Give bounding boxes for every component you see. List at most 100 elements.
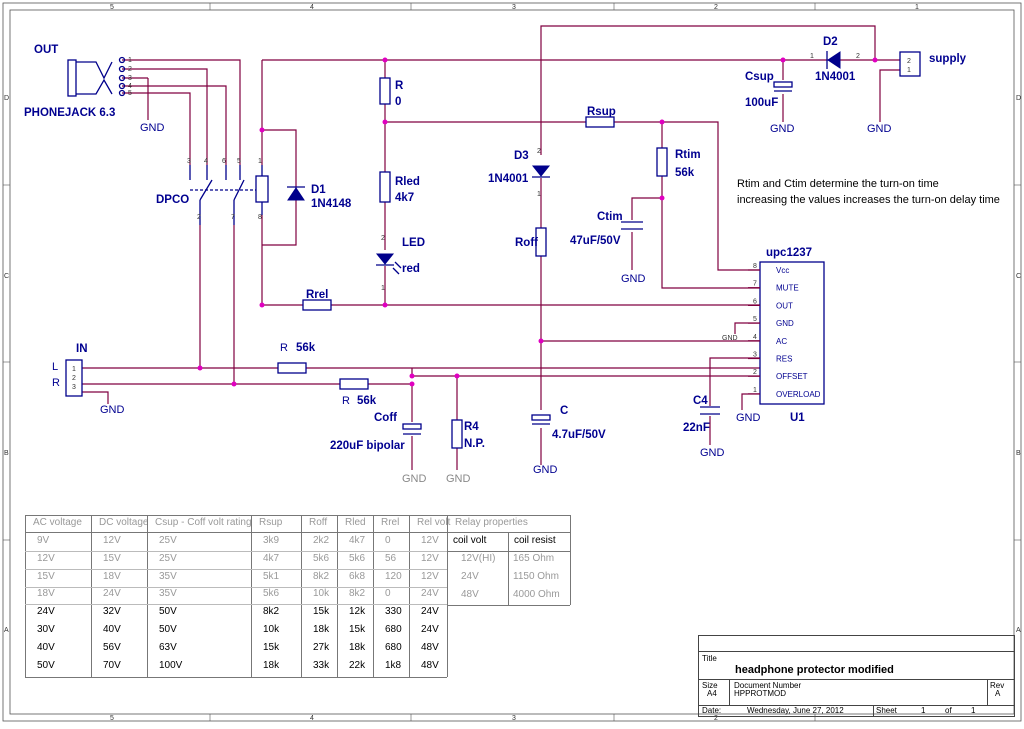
led-value: red: [402, 263, 420, 275]
table-cell: 18V: [37, 588, 55, 600]
svg-text:1: 1: [381, 285, 385, 292]
r-right-label: R: [342, 395, 350, 407]
wires: [82, 25, 900, 470]
ic-pin-number: 5: [753, 316, 757, 323]
c-capacitor: [531, 414, 551, 425]
border-row-c: C: [4, 273, 9, 280]
table-cell: 5k6: [349, 552, 366, 564]
svg-text:7: 7: [231, 214, 235, 221]
table-header: DC voltage: [99, 517, 149, 528]
table-cell: 0: [385, 535, 391, 546]
table-cell: 330: [385, 606, 402, 618]
table-header: Relay properties: [455, 517, 528, 528]
svg-text:2: 2: [381, 235, 385, 242]
table-cell: 4k7: [349, 535, 366, 546]
in-r-label: R: [52, 377, 60, 389]
table-cell: 5k6: [263, 588, 280, 600]
d1-label: D1: [311, 184, 326, 196]
csup-label: Csup: [745, 71, 774, 83]
upc1237-ic: [759, 261, 825, 405]
r4-resistor: [451, 419, 463, 449]
table-header: Rsup: [259, 517, 283, 528]
gnd-coff: GND: [402, 473, 427, 485]
table-cell: 24V: [421, 624, 439, 635]
docnum-value: HPPROTMOD: [734, 689, 786, 698]
c4-capacitor: [700, 406, 720, 415]
rrel-label: Rrel: [306, 289, 328, 301]
ic-pin-name: OUT: [776, 301, 793, 310]
gnd-phonejack: GND: [140, 122, 165, 134]
ic-pin-name: MUTE: [776, 284, 799, 293]
dpco-relay-symbol: [189, 165, 269, 225]
table-cell: 33k: [313, 659, 330, 671]
table-cell: 12k: [349, 606, 366, 618]
border-col-5: 5: [110, 4, 114, 11]
table-cell: 2k2: [313, 535, 330, 546]
c4-value: 22nF: [683, 422, 710, 434]
table-cell: 25V: [159, 552, 177, 564]
in-connector: [65, 359, 83, 397]
d2-label: D2: [823, 36, 838, 48]
ic-name: upc1237: [766, 247, 812, 259]
ic-pin-number: 1: [753, 387, 757, 394]
gnd-ic-pin5: GND: [722, 335, 738, 342]
svg-text:3: 3: [187, 158, 191, 165]
rtim-label: Rtim: [675, 149, 701, 161]
ic-pin-name: AC: [776, 337, 787, 346]
svg-text:1: 1: [810, 53, 814, 60]
svg-text:5: 5: [237, 158, 241, 165]
svg-text:2: 2: [128, 66, 132, 73]
r4-label: R4: [464, 421, 479, 433]
table-header: Rrel: [381, 517, 400, 528]
svg-text:2: 2: [537, 148, 541, 155]
of-label: of: [945, 706, 952, 715]
border-row-a: A: [4, 627, 9, 634]
ic-pin-number: 3: [753, 352, 757, 359]
table-cell: 70V: [103, 659, 121, 671]
table-cell: 18k: [313, 624, 330, 635]
table-header: Roff: [309, 517, 328, 528]
table-cell: 1k8: [385, 659, 402, 671]
ctim-label: Ctim: [597, 211, 623, 223]
table-cell: 5k6: [313, 552, 330, 564]
svg-text:6: 6: [222, 158, 226, 165]
table-cell: 8k2: [313, 570, 330, 582]
relay-header: coil volt: [453, 535, 487, 546]
table-cell: 12V: [421, 535, 439, 546]
svg-text:1: 1: [537, 191, 541, 198]
rled-label: Rled: [395, 176, 420, 188]
table-cell: 12V: [37, 552, 55, 564]
table-cell: 50V: [37, 659, 55, 671]
table-cell: 25V: [159, 535, 177, 546]
table-header: Rled: [345, 517, 366, 528]
table-cell: 15k: [313, 606, 330, 618]
border-col-1: 1: [915, 4, 919, 11]
note-line-2: increasing the values increases the turn…: [737, 194, 1000, 206]
table-cell: 18V: [103, 570, 121, 582]
sheet-value: 1: [921, 706, 926, 715]
table-cell: 12V: [421, 552, 439, 564]
title-text: headphone protector modified: [735, 664, 894, 676]
ic-pin-name: Vcc: [776, 266, 789, 275]
d3-diode: [531, 165, 551, 178]
border-labels: 5 4 3 2 1 5 4 3 2 D C B A D C B A: [4, 4, 1021, 722]
table-cell: 680: [385, 624, 402, 635]
table-cell: 35V: [159, 588, 177, 600]
r-right-value: 56k: [357, 395, 377, 407]
ic-pin-number: 8: [753, 263, 757, 270]
r-left-label: R: [280, 342, 288, 354]
border-col-2-bottom: 2: [714, 715, 718, 722]
table-cell: 30V: [37, 624, 55, 635]
table-cell: 27k: [313, 641, 330, 653]
table-cell: 6k8: [349, 570, 366, 582]
relay-cell: 12V(HI): [461, 553, 496, 564]
relay-cell: 1150 Ohm: [513, 570, 559, 582]
roff-resistor: [535, 227, 547, 257]
svg-text:4: 4: [128, 83, 132, 90]
table-cell: 4k7: [263, 552, 280, 564]
docnum-label: Document Number: [734, 681, 802, 690]
table-cell: 15V: [103, 552, 121, 564]
border-col-5-bottom: 5: [110, 715, 114, 722]
ic-pin-number: 7: [753, 281, 757, 288]
